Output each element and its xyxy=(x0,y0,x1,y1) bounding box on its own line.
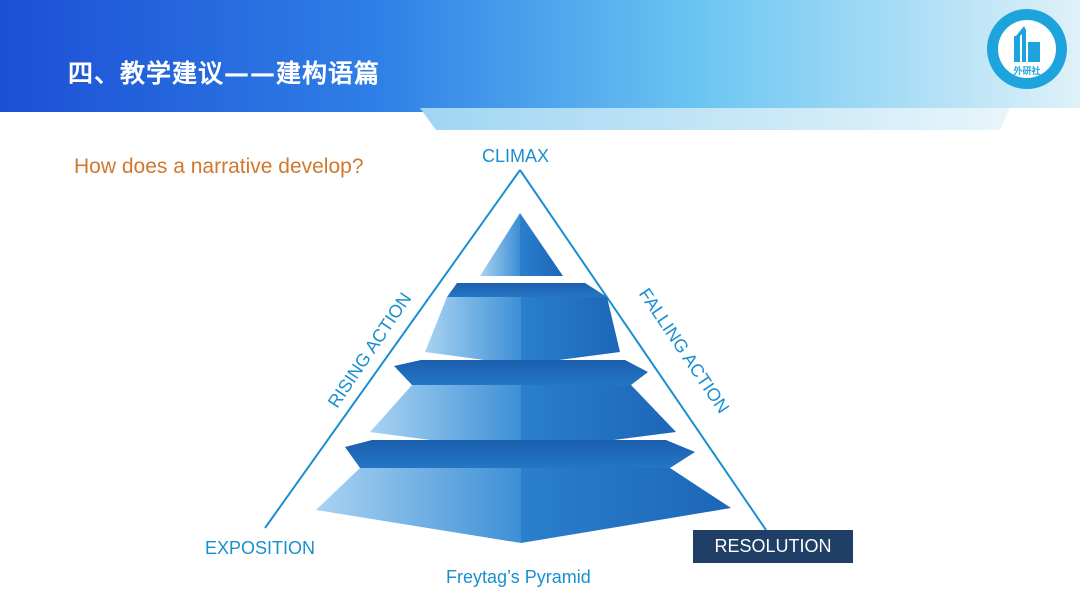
pyramid-tier-3 xyxy=(370,360,676,452)
exposition-label: EXPOSITION xyxy=(205,538,316,558)
logo-text: 外研社 xyxy=(1012,65,1040,77)
header-banner xyxy=(0,0,1080,130)
diagram-caption: Freytag’s Pyramid xyxy=(446,567,591,587)
question-text: How does a narrative develop? xyxy=(74,155,364,178)
outline-left xyxy=(264,169,521,529)
pyramid-tier-4 xyxy=(316,440,731,543)
climax-label: CLIMAX xyxy=(482,146,550,166)
outline-right xyxy=(519,169,767,531)
pyramid-tier-1 xyxy=(480,213,563,276)
publisher-logo: 外研社 xyxy=(987,9,1067,89)
page-title: 四、教学建议——建构语篇 xyxy=(68,59,381,88)
pyramid-tier-2 xyxy=(425,283,620,365)
resolution-label: RESOLUTION xyxy=(693,530,853,563)
